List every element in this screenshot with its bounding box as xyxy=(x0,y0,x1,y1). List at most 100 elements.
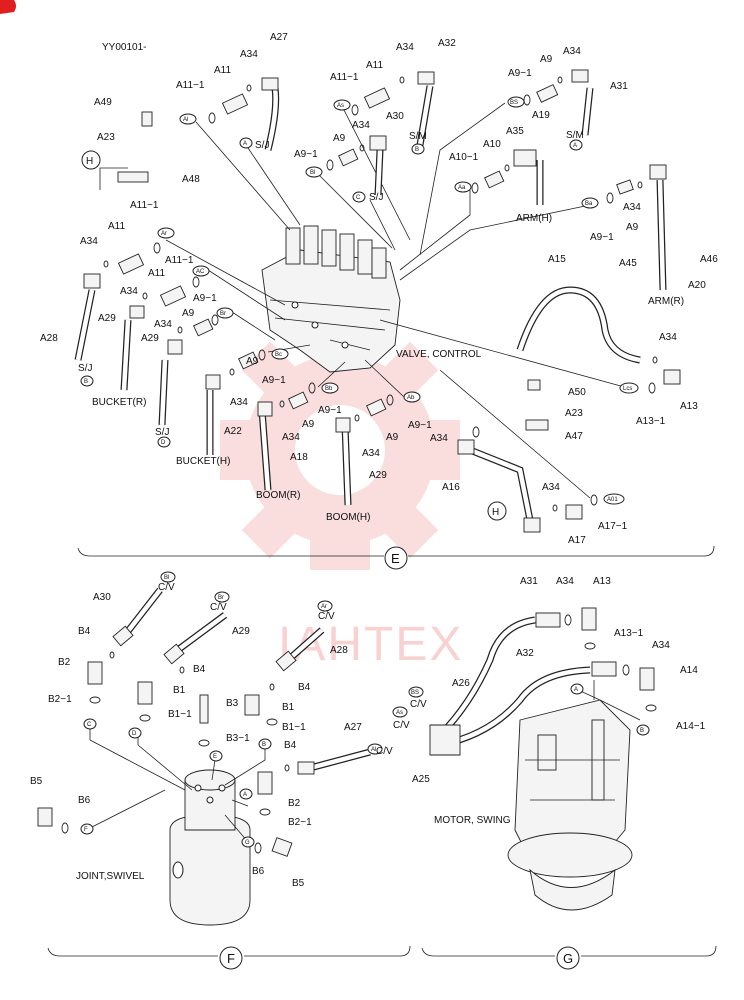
svg-text:A34: A34 xyxy=(282,432,300,443)
svg-text:A26: A26 xyxy=(452,678,470,689)
svg-text:A48: A48 xyxy=(182,174,200,185)
svg-text:B2−1: B2−1 xyxy=(48,694,72,705)
section-f-hoses xyxy=(122,587,371,772)
svg-text:A32: A32 xyxy=(516,648,534,659)
svg-text:B5: B5 xyxy=(30,776,43,787)
svg-text:A11: A11 xyxy=(366,60,383,71)
svg-text:A11−1: A11−1 xyxy=(165,255,194,266)
svg-text:A31: A31 xyxy=(520,576,538,587)
section-g-leaders xyxy=(575,680,641,721)
svg-text:A11: A11 xyxy=(148,268,165,279)
svg-text:B1−1: B1−1 xyxy=(168,709,192,720)
section-g-fittings xyxy=(429,607,655,756)
section-g-hoses xyxy=(437,616,591,749)
h-marker-2: H xyxy=(487,501,507,521)
svg-text:A11−1: A11−1 xyxy=(176,80,205,91)
svg-text:A9: A9 xyxy=(333,133,346,144)
svg-text:A9−1: A9−1 xyxy=(262,375,286,386)
section-g-labels: A31 A34 A13 A13−1 A34 A32 A14 A26 C/V C/… xyxy=(393,576,706,826)
svg-text:A34: A34 xyxy=(652,640,670,651)
svg-text:Ar: Ar xyxy=(161,231,167,237)
svg-text:BUCKET(H): BUCKET(H) xyxy=(176,456,230,467)
svg-text:B4: B4 xyxy=(298,682,311,693)
svg-text:A34: A34 xyxy=(362,448,380,459)
svg-text:A9−1: A9−1 xyxy=(193,293,217,304)
svg-text:A34: A34 xyxy=(120,286,138,297)
svg-text:A14−1: A14−1 xyxy=(676,721,706,732)
svg-text:A11−1: A11−1 xyxy=(130,200,159,211)
svg-text:Ba: Ba xyxy=(585,201,593,207)
svg-text:A34: A34 xyxy=(230,397,248,408)
svg-text:Al: Al xyxy=(371,747,376,753)
svg-text:S/J: S/J xyxy=(255,140,269,151)
corner-mark xyxy=(0,0,16,14)
svg-text:A34: A34 xyxy=(556,576,574,587)
svg-text:C: C xyxy=(356,195,361,201)
svg-text:S/J: S/J xyxy=(78,363,92,374)
section-g-bracket xyxy=(421,945,717,957)
svg-text:A29: A29 xyxy=(232,626,250,637)
svg-text:A17: A17 xyxy=(568,535,586,546)
section-e-orings xyxy=(103,76,658,512)
section-g-marker xyxy=(556,946,580,970)
svg-text:S/M: S/M xyxy=(566,130,584,141)
section-f-bracket xyxy=(47,945,411,957)
swing-motor-drawing xyxy=(507,699,633,911)
svg-text:A: A xyxy=(574,687,578,693)
svg-text:BOOM(R): BOOM(R) xyxy=(256,490,300,501)
svg-text:BOOM(H): BOOM(H) xyxy=(326,512,370,523)
svg-text:ARM(R): ARM(R) xyxy=(648,296,684,307)
svg-text:A9: A9 xyxy=(246,356,259,367)
svg-text:A27: A27 xyxy=(344,722,362,733)
svg-text:JOINT,SWIVEL: JOINT,SWIVEL xyxy=(76,871,145,882)
svg-text:A25: A25 xyxy=(412,774,430,785)
svg-text:A46: A46 xyxy=(700,254,718,265)
svg-text:A9−1: A9−1 xyxy=(294,149,318,160)
svg-text:B2: B2 xyxy=(58,657,71,668)
svg-text:As: As xyxy=(337,103,344,109)
svg-text:A34: A34 xyxy=(563,46,581,57)
svg-text:A13: A13 xyxy=(680,401,698,412)
svg-text:A49: A49 xyxy=(94,97,112,108)
section-f-marker xyxy=(219,946,243,970)
svg-text:A10: A10 xyxy=(483,139,501,150)
section-f-label: F xyxy=(227,951,235,966)
svg-text:A29: A29 xyxy=(98,313,116,324)
svg-text:B6: B6 xyxy=(78,795,91,806)
svg-text:B1: B1 xyxy=(282,702,295,713)
svg-text:A: A xyxy=(573,143,577,149)
svg-text:B: B xyxy=(262,742,266,748)
svg-text:A45: A45 xyxy=(619,258,637,269)
svg-text:B4: B4 xyxy=(78,626,91,637)
svg-text:B: B xyxy=(640,728,644,734)
svg-text:B: B xyxy=(415,147,419,153)
svg-text:C/V: C/V xyxy=(210,602,227,613)
svg-text:A9: A9 xyxy=(540,54,553,65)
svg-text:A34: A34 xyxy=(80,236,98,247)
svg-text:A28: A28 xyxy=(330,645,348,656)
svg-text:A28: A28 xyxy=(40,333,58,344)
svg-text:C/V: C/V xyxy=(393,720,410,731)
svg-text:A11: A11 xyxy=(214,65,231,76)
section-e-marker xyxy=(384,546,408,570)
svg-text:A9: A9 xyxy=(386,432,399,443)
svg-text:A9: A9 xyxy=(182,308,195,319)
swivel-joint-drawing xyxy=(169,769,251,926)
svg-text:MOTOR, SWING: MOTOR, SWING xyxy=(434,815,511,826)
svg-text:A13: A13 xyxy=(593,576,611,587)
svg-text:Al: Al xyxy=(183,117,188,123)
svg-text:As: As xyxy=(396,710,403,716)
svg-text:A47: A47 xyxy=(565,431,583,442)
svg-text:A34: A34 xyxy=(352,120,370,131)
control-valve-drawing xyxy=(261,225,401,373)
svg-text:A11: A11 xyxy=(108,221,125,232)
section-f-labels: C/V C/V C/V C/V A30 A29 A28 A27 B4 B2 B2… xyxy=(30,582,393,889)
svg-text:A27: A27 xyxy=(270,32,288,43)
section-g-label: G xyxy=(563,951,573,966)
svg-text:B1: B1 xyxy=(173,685,186,696)
svg-text:H: H xyxy=(86,156,93,167)
svg-text:BS: BS xyxy=(510,100,518,106)
svg-text:Br: Br xyxy=(220,311,226,317)
svg-text:A18: A18 xyxy=(290,452,308,463)
